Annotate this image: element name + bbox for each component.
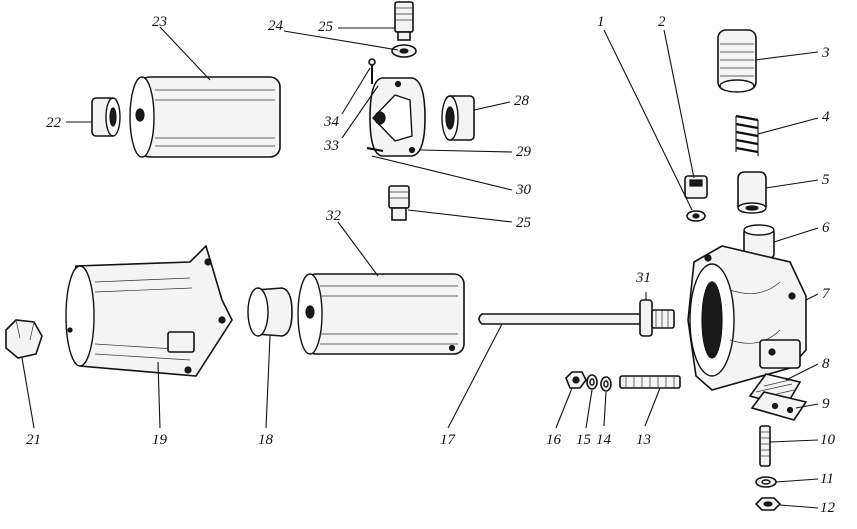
label-30: 30 [515,182,532,198]
part-28-bushing [441,95,475,141]
part-15-washer [586,374,598,390]
label-15: 15 [576,432,592,448]
label-9: 9 [822,396,830,412]
part-25-top-fitting [394,1,414,41]
label-13: 13 [636,432,651,448]
part-11-lock-washer [755,476,777,488]
label-24: 24 [268,18,284,34]
label-17: 17 [440,432,457,448]
label-18: 18 [258,432,274,448]
part-3-threaded-plug [717,29,757,93]
label-10: 10 [820,432,836,448]
label-11: 11 [820,471,834,487]
label-6: 6 [822,220,830,236]
part-34-pin [368,58,376,84]
part-22-bushing [91,97,121,137]
label-31: 31 [635,270,651,286]
part-10-stud [759,425,771,467]
part-9-plate [750,391,808,421]
part-5-sleeve [737,171,767,214]
label-4: 4 [822,109,830,125]
part-19-motor-housing [65,244,233,377]
part-13-stud [619,375,681,389]
label-32: 32 [325,208,342,224]
label-29: 29 [516,144,532,160]
part-4-spring [735,114,759,156]
label-16: 16 [546,432,562,448]
label-19: 19 [152,432,168,448]
part-32-lower-cylinder [297,273,465,355]
part-24-washer [391,44,417,58]
part-17-shaft [478,299,675,337]
part-25-lower-fitting [388,185,410,221]
part-12-nut [754,497,782,511]
label-33: 33 [323,138,339,154]
part-16-nut [565,371,587,389]
part-33-flange-cover [369,77,426,157]
part-1-seal-ring [686,210,706,222]
part-23-cylinder [129,76,281,158]
label-12: 12 [820,500,836,516]
label-2: 2 [658,14,666,30]
label-5: 5 [822,172,830,188]
label-25-top: 25 [318,19,334,35]
label-22: 22 [46,115,62,131]
leader-lines [21,26,819,509]
label-7: 7 [822,286,831,302]
part-18-end-cap [247,287,293,337]
label-3: 3 [821,45,830,61]
label-14: 14 [596,432,612,448]
callout-labels: 1 2 3 4 5 6 7 8 9 10 11 12 13 14 15 16 1… [26,14,836,516]
label-25-bottom: 25 [516,215,532,231]
label-1: 1 [597,14,605,30]
label-21: 21 [26,432,41,448]
label-34: 34 [323,114,340,130]
label-8: 8 [822,356,830,372]
part-21-hex-cap [5,319,43,359]
part-30-small-pin [366,146,384,153]
label-28: 28 [514,93,530,109]
part-2-valve [684,175,708,199]
label-23: 23 [152,14,167,30]
part-7-housing [687,245,807,391]
part-14-washer [600,376,612,392]
part-6-sleeve [743,224,775,259]
